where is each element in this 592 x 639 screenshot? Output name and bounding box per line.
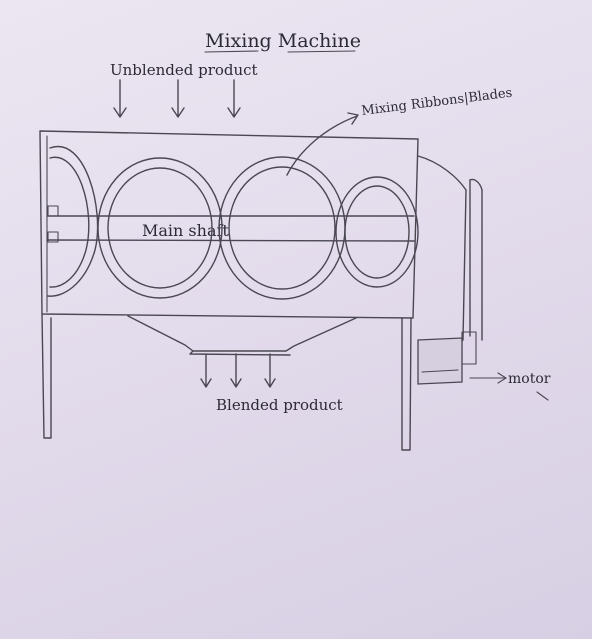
input-arrows <box>113 79 241 118</box>
drum-body <box>39 130 419 319</box>
shaft-label: Main shaft <box>142 221 229 240</box>
output-arrows <box>200 353 276 388</box>
title-underline <box>204 50 356 53</box>
motor-label: motor <box>508 371 551 387</box>
support-legs <box>41 313 412 451</box>
motor-icon <box>417 337 463 385</box>
input-label: Unblended product <box>110 61 258 79</box>
ribbons-label: Mixing Ribbons|Blades <box>361 86 513 119</box>
output-label: Blended product <box>216 396 343 414</box>
mixing-ribbons <box>47 145 419 300</box>
discharge-hopper <box>127 315 357 356</box>
pencil-tick <box>536 391 549 401</box>
motor-housing <box>417 155 483 365</box>
ribbons-pointer <box>286 112 359 176</box>
motor-pointer <box>469 372 508 384</box>
diagram-title: Mixing Machine <box>205 30 361 52</box>
